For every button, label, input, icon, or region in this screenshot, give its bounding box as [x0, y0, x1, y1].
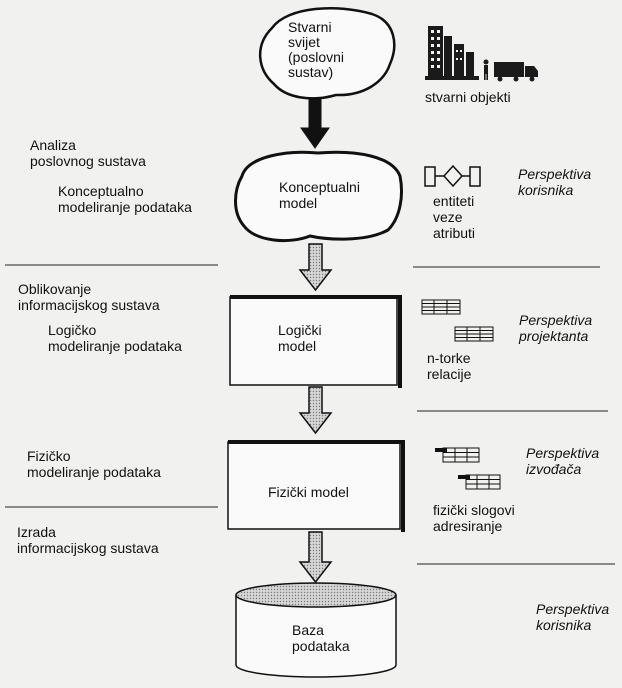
physical-model-label: Fizički model: [268, 484, 349, 500]
label-logical-modeling: Logičko modeliranje podataka: [48, 322, 182, 354]
perspective-implementer: Perspektiva izvođača: [526, 445, 600, 477]
factory-icon: [425, 26, 479, 80]
logical-model-label: Logički model: [278, 322, 322, 354]
real-world-cloud: [258, 6, 396, 100]
person-icon: [483, 59, 489, 80]
logical-model-box-shadow: [230, 295, 402, 388]
conceptual-model-shape: [234, 150, 403, 243]
physical-model-box: [227, 441, 401, 530]
conceptual-model-label: Konceptualni model: [279, 179, 360, 211]
label-physical-records: fizički slogovi adresiranje: [433, 502, 515, 534]
label-is-build: Izrada informacijskog sustava: [17, 524, 159, 556]
logical-model-box: [229, 296, 398, 386]
perspective-user-bottom: Perspektiva korisnika: [536, 601, 610, 633]
database-label: Baza podataka: [292, 622, 350, 654]
table-grid-icon: [421, 299, 461, 315]
label-real-objects: stvarni objekti: [425, 89, 511, 105]
er-symbols-icon: [424, 164, 481, 188]
table-grid-icon: [435, 447, 480, 463]
physical-model-box-shadow: [228, 440, 405, 532]
database-cylinder-body: [235, 595, 397, 678]
real-world-label: Stvarni svijet (poslovni sustav): [288, 19, 345, 80]
perspective-designer: Perspektiva projektanta: [519, 312, 593, 344]
label-conceptual-modeling: Konceptualno modeliranje podataka: [58, 183, 192, 215]
truck-icon: [494, 62, 538, 82]
label-tuples: n-torke relacije: [427, 350, 472, 382]
database-cylinder-top: [235, 582, 397, 608]
label-business-analysis: Analiza poslovnog sustava: [30, 137, 146, 169]
perspective-user-top: Perspektiva korisnika: [518, 166, 592, 198]
arrow-real-to-conceptual: [300, 97, 330, 149]
table-grid-icon: [454, 326, 494, 342]
arrow-conceptual-to-logical: [298, 243, 333, 292]
table-grid-icon: [458, 474, 501, 490]
arrow-logical-to-physical: [298, 386, 333, 435]
label-entities: entiteti veze atributi: [433, 193, 476, 241]
arrow-physical-to-database: [298, 531, 333, 584]
label-is-design: Oblikovanje informacijskog sustava: [18, 281, 160, 313]
label-physical-modeling: Fizičko modeliranje podataka: [27, 448, 161, 480]
